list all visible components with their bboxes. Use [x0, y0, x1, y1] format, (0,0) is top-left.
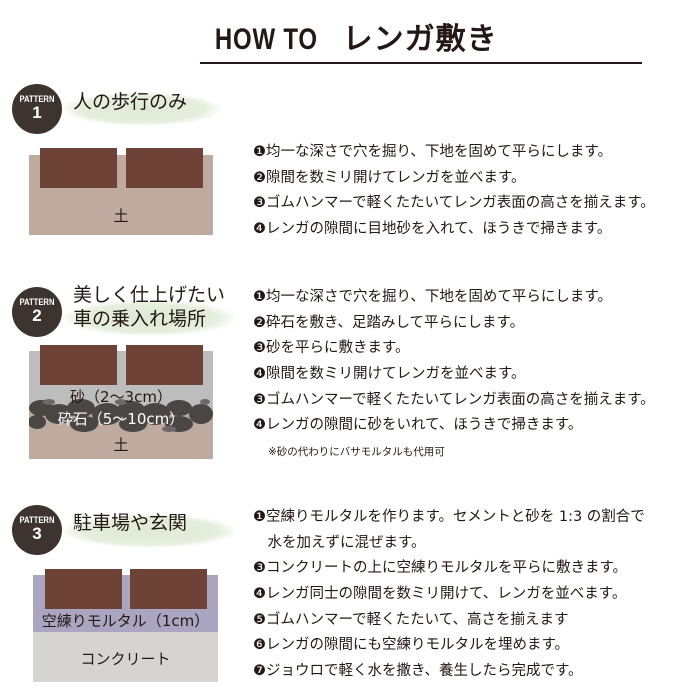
pattern-title: 美しく仕上げたい 車の乗入れ場所: [73, 283, 225, 331]
step: ❸コンクリートの上に空練りモルタルを平らに敷きます。: [253, 560, 628, 577]
step: ❹隙間を数ミリ開けてレンガを並べます。: [253, 366, 526, 383]
title-line: 車の乗入れ場所: [73, 308, 207, 330]
concrete-label: コンクリート: [80, 650, 171, 668]
brush-stroke: [62, 514, 237, 548]
pattern-badge: PATTERN 2: [12, 287, 62, 337]
gravel-layer: [29, 399, 213, 432]
pattern-title: 人の歩行のみ: [73, 91, 188, 113]
step: ❹レンガの隙間に砂をいれて、ほうきで掃きます。: [253, 417, 583, 434]
step: ❸砂を平らに敷きます。: [253, 340, 410, 357]
brick: [130, 569, 207, 609]
step: ❻レンガの隙間にも空練りモルタルを埋めます。: [253, 637, 570, 654]
pattern-badge: PATTERN 3: [12, 505, 62, 555]
step: ❸ゴムハンマーで軽くたたいてレンガ表面の高さを揃えます。: [253, 391, 655, 408]
badge-number: 3: [32, 524, 42, 543]
brush-stroke: [62, 300, 237, 336]
page-title: HOW TO レンガ敷き: [0, 14, 700, 58]
step: ❷隙間を数ミリ開けてレンガを並べます。: [253, 169, 526, 186]
sand-label: 砂（2〜3cm）: [70, 388, 172, 406]
brick: [126, 345, 203, 385]
badge-label: PATTERN: [19, 297, 55, 307]
gravel-label: 砕石（5〜10cm）: [57, 410, 185, 428]
dry-mortar-label: 空練りモルタル（1cm）: [41, 612, 210, 630]
step: ❶空練りモルタルを作ります。セメントと砂を 1:3 の割合で: [253, 509, 645, 525]
steps-list: ❶均一な深さで穴を掘り、下地を固めて平らにします。 ❷隙間を数ミリ開けてレンガを…: [253, 140, 655, 243]
badge-number: 1: [32, 103, 42, 122]
pattern-title: 駐車場や玄関: [73, 512, 188, 534]
concrete-layer: [33, 632, 218, 682]
step: ❼ジョウロで軽く水を撒き、養生したら完成です。: [253, 663, 583, 680]
note: ※砂の代わりにバサモルタルも代用可: [268, 446, 445, 458]
step: 水を加えずに混ぜます。: [253, 534, 426, 551]
brick: [126, 148, 203, 188]
step: ❶均一な深さで穴を掘り、下地を固めて平らにします。: [253, 289, 612, 305]
step: ❷砕石を敷き、足踏みして平らにします。: [253, 314, 525, 331]
badge-number: 2: [32, 306, 42, 325]
pattern-badge: PATTERN 1: [12, 84, 62, 134]
soil-label: 土: [113, 207, 129, 225]
soil-label: 土: [113, 436, 129, 454]
badge-label: PATTERN: [19, 94, 55, 104]
steps-list: ❶均一な深さで穴を掘り、下地を固めて平らにします。 ❷砕石を敷き、足踏みして平ら…: [253, 285, 655, 439]
badge-label: PATTERN: [19, 515, 55, 525]
step: ❹レンガの隙間に目地砂を入れて、ほうきで掃きます。: [253, 221, 612, 238]
brick: [40, 345, 117, 385]
brick: [40, 148, 117, 188]
steps-list: ❶空練りモルタルを作ります。セメントと砂を 1:3 の割合で 水を加えずに混ぜま…: [253, 505, 645, 685]
title-line: 美しく仕上げたい: [73, 284, 226, 306]
step: ❸ゴムハンマーで軽くたたいてレンガ表面の高さを揃えます。: [253, 195, 655, 212]
step: ❹レンガ同士の隙間を数ミリ開けて、レンガを並べます。: [253, 586, 627, 603]
brick: [45, 569, 122, 609]
step: ❶均一な深さで穴を掘り、下地を固めて平らにします。: [253, 144, 612, 160]
title-underline: [200, 62, 642, 64]
title-ja: レンガ敷き: [342, 22, 498, 57]
brush-stroke: [62, 92, 222, 126]
title-en: HOW TO: [215, 23, 319, 56]
step: ❺ゴムハンマーで軽くたたいて、高さを揃えます: [253, 611, 569, 628]
